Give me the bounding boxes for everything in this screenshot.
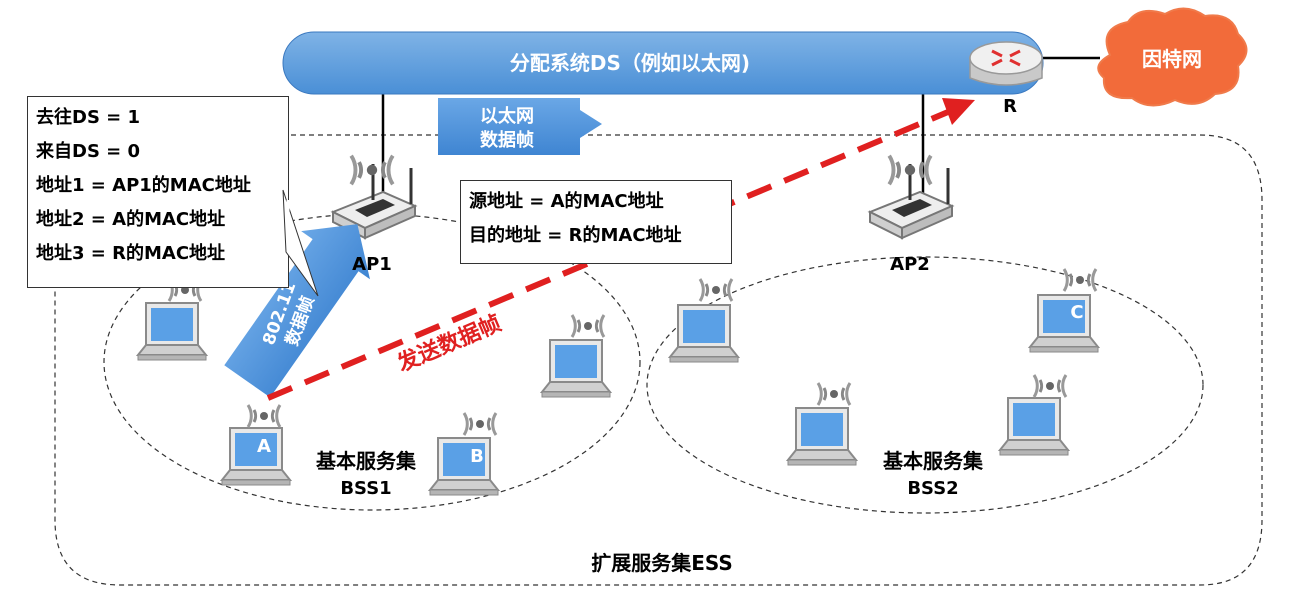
frame-header-box: 去往DS = 1 来自DS = 0 地址1 = AP1的MAC地址 地址2 = … xyxy=(27,96,289,288)
send-path-arrowhead xyxy=(942,98,975,125)
laptop-c-icon xyxy=(1029,294,1099,353)
laptop-icon xyxy=(137,302,207,361)
address-field: 目的地址 = R的MAC地址 xyxy=(469,225,682,246)
header-field: 来自DS = 0 xyxy=(36,141,141,162)
router-icon xyxy=(969,41,1043,86)
ess-boundary xyxy=(54,134,1263,586)
router-label: R xyxy=(1003,96,1017,117)
laptop-icon xyxy=(787,407,857,466)
laptop-icon xyxy=(669,304,739,363)
laptop-icon xyxy=(999,397,1069,456)
host-b-label: B xyxy=(470,446,484,467)
ethernet-frame-label: 以太网 xyxy=(480,105,534,127)
header-field: 去往DS = 1 xyxy=(36,107,141,128)
ethernet-frame-arrow xyxy=(438,98,602,155)
laptop-icon xyxy=(541,339,611,398)
host-a-label: A xyxy=(257,436,271,457)
address-field: 源地址 = A的MAC地址 xyxy=(469,191,664,212)
bss1-label: BSS1 xyxy=(340,478,391,499)
send-frame-label: 发送数据帧 xyxy=(393,310,505,377)
bss2-label: 基本服务集 xyxy=(883,449,984,473)
header-field: 地址1 = AP1的MAC地址 xyxy=(36,175,251,196)
ds-bar xyxy=(282,31,1044,95)
wifi-frame-arrow xyxy=(224,224,370,398)
ess-label: 扩展服务集ESS xyxy=(591,551,733,575)
ap1-label: AP1 xyxy=(352,254,392,275)
header-field: 地址3 = R的MAC地址 xyxy=(36,243,226,264)
bss2-label: BSS2 xyxy=(907,478,958,499)
laptop-b-icon xyxy=(429,437,499,496)
ethernet-address-box: 源地址 = A的MAC地址 目的地址 = R的MAC地址 xyxy=(460,180,732,264)
ethernet-frame-label: 数据帧 xyxy=(480,129,534,151)
internet-label: 因特网 xyxy=(1142,47,1202,71)
internet-cloud-icon xyxy=(1097,7,1248,107)
laptop-a-icon xyxy=(221,427,291,486)
bss2-boundary xyxy=(646,256,1204,514)
bss1-label: 基本服务集 xyxy=(316,449,417,473)
host-c-label: C xyxy=(1070,302,1083,323)
ds-label: 分配系统DS（例如以太网) xyxy=(510,51,750,75)
ap2-label: AP2 xyxy=(890,254,930,275)
header-field: 地址2 = A的MAC地址 xyxy=(36,209,226,230)
